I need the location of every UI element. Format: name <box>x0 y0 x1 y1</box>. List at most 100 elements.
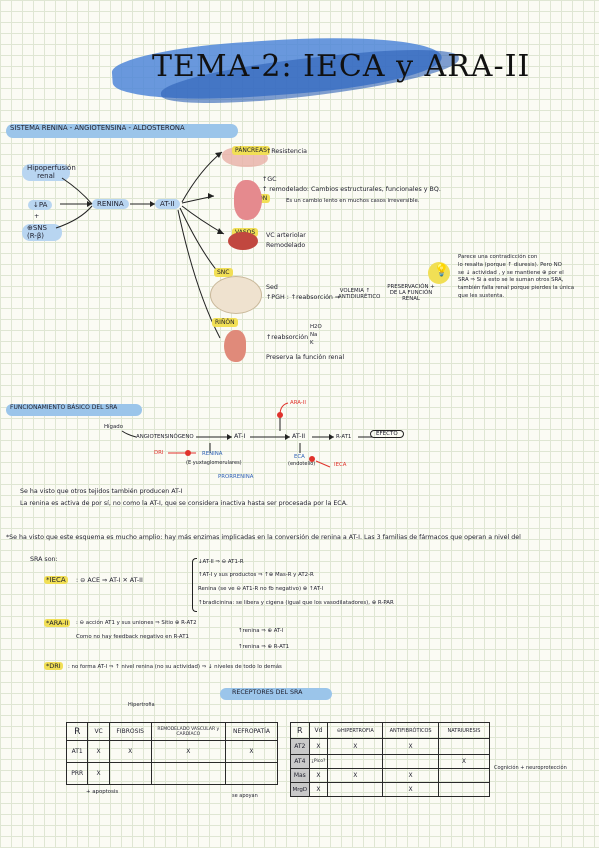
ieca-formula: : ⊖ ACE ⇒ AT-I ✕ AT-II <box>76 577 143 584</box>
rinon-effect-1: ↑reabsorción <box>266 334 309 341</box>
ieca-point: ↑AT-I y sus productos ⇒ ↑⊕ Mas-R y AT2-R <box>198 572 314 578</box>
table1-header: NEFROPATÍA <box>224 722 279 741</box>
table2-cell <box>437 738 491 755</box>
dri-tag: *DRI <box>44 662 63 670</box>
table1-header: FIBROSIS <box>108 722 152 741</box>
section-heading: FUNCIONAMIENTO BÁSICO DEL SRA <box>10 404 118 411</box>
table2-row-label: AT2 <box>290 738 310 755</box>
table2-cell <box>437 782 491 797</box>
side-note-line: también falla renal porque pierdes la ún… <box>458 285 575 292</box>
table1-header: R <box>65 722 89 741</box>
table1-cell <box>108 762 152 785</box>
ara2-line-2: Como no hay feedback negativo en R-AT1 <box>76 634 189 640</box>
side-note-line: Parece una contradicción con <box>458 254 538 260</box>
rinon-ion-h2o: H2O <box>310 324 322 330</box>
ieca-brace <box>192 558 197 612</box>
table2-cell: X <box>327 768 384 783</box>
receptor-label: R-AT1 <box>336 434 352 440</box>
table2-row-label: MrgD <box>290 782 310 797</box>
organ-tag-snc: SNC <box>214 268 233 277</box>
higado-label: Hígado <box>104 424 123 430</box>
section3-intro-2: SRA son: <box>30 556 58 563</box>
ara2-line-1: : ⊖ acción AT1 y sus uniones ⇒ Sitio ⊕ R… <box>76 620 197 626</box>
input-plus: + <box>34 213 40 220</box>
snc-effect-1: Sed <box>266 284 278 291</box>
renina-node: RENINA <box>92 199 129 209</box>
eca-label: ECA <box>294 454 305 460</box>
table2-cell: X <box>382 738 439 755</box>
table2-cell <box>327 782 384 797</box>
brain-illustration <box>210 276 262 314</box>
table2-cell <box>327 754 384 769</box>
pancreas-effect: ↑Resistencia <box>266 148 307 155</box>
side-note: Parece una contradicción con lo resalta … <box>458 254 574 301</box>
table1-cell: X <box>108 740 152 763</box>
side-note-line: SRA ⇒ Si a esto se le suman otros SRA, <box>458 277 564 284</box>
rinon-ion-k: K <box>310 340 314 346</box>
table2-header: Vd <box>308 722 329 739</box>
at2-label: AT-II <box>292 433 306 440</box>
apoyan-note: se apoyan <box>232 793 258 799</box>
ara2-branch-2: ↑renina ⇒ ⊕ R-AT1 <box>238 644 290 650</box>
table1-cell: X <box>224 740 279 763</box>
table2-cell <box>437 768 491 783</box>
table2-cell <box>382 754 439 769</box>
corazon-effect-1: ↑GC <box>262 176 277 183</box>
table2-header: NATRIURESIS <box>437 722 491 739</box>
table1-cell: X <box>87 740 110 763</box>
section-heading: SISTEMA RENINA - ANGIOTENSINA - ALDOSTER… <box>10 124 185 132</box>
ieca-label: IECA <box>334 462 347 468</box>
table1-cell <box>150 762 226 785</box>
table1-header: REMODELADO VASCULAR y CARDÍACO <box>150 722 226 741</box>
ieca-point: ↓AT-II ⇒ ⊖ AT1-R <box>198 559 244 565</box>
section-banner <box>6 124 238 138</box>
corazon-effect-3: Es un cambio lento en muchos casos irrev… <box>286 198 420 204</box>
vasos-effect-1: VC arteriolar <box>266 232 306 239</box>
rinon-ion-na: Na <box>310 332 318 338</box>
organ-tag-pancreas: PÁNCREAS <box>232 146 270 155</box>
ieca-tag: *IECA <box>44 576 68 584</box>
section-banner <box>220 688 332 700</box>
table2-cell: X <box>382 782 439 797</box>
vessel-illustration <box>228 232 258 250</box>
heart-illustration <box>234 180 262 220</box>
ieca-point: ↑bradicinina: se libera y cigena (igual … <box>198 600 394 606</box>
diagram-arrows <box>55 151 225 339</box>
table2-cell: X <box>327 738 384 755</box>
table2-header: R <box>290 722 310 739</box>
input-hipoperfusion: Hipoperfusión renal <box>22 164 76 182</box>
table1-cell: X <box>150 740 226 763</box>
ara2-tag: *ARA-II <box>44 619 71 627</box>
snc-effect-2: ↑PGH : ↑reabsorción ⇒ <box>266 294 341 301</box>
vasos-effect-2: Remodelado <box>266 242 306 249</box>
table1-header: VC <box>87 722 110 741</box>
table1-cell: X <box>87 762 110 785</box>
table2-cell: X <box>437 754 491 769</box>
at1-label: AT-I <box>234 433 246 440</box>
table2-cell: X <box>308 738 329 755</box>
table2-cell: X <box>308 782 329 797</box>
ieca-point: Renina (se ve ⊖ AT1-R no fb negativo) ⊕ … <box>198 586 324 592</box>
section2-line-2: La renina es activa de por sí, no como l… <box>20 500 348 507</box>
lightbulb-glyph: 💡 <box>434 263 449 277</box>
angiotensinogeno-label: ANGIOTENSINÓGENO <box>136 434 194 440</box>
kidney-illustration <box>224 330 246 362</box>
table1-cell <box>224 762 279 785</box>
at2-node: AT-II <box>155 199 180 209</box>
table2-cell: X <box>382 768 439 783</box>
side-note-line: que les sustenta. <box>458 293 505 300</box>
lightbulb-icon <box>428 262 450 284</box>
section2-line-1: Se ha visto que otros tejidos también pr… <box>20 488 183 495</box>
input-pa: ↓PA <box>28 200 53 210</box>
hipertrofia-note: Hipertrofia <box>128 702 155 708</box>
snc-effect-3: VOLEMIA ↑ ANTIDIURÉTICO <box>338 288 381 301</box>
table2-cell: ¿Pico? <box>308 754 329 769</box>
prorrenina-label: PRORRENINA <box>218 474 254 480</box>
renina-label: RENINA <box>202 451 223 457</box>
apoptosis-note: + apoptosis <box>86 789 119 795</box>
table2-header: ⊖HIPERTROFIA <box>327 722 384 739</box>
snc-effect-4: PRESERVACIÓN + DE LA FUNCIÓN RENAL <box>387 284 435 303</box>
sra-flow-arrows <box>121 402 372 468</box>
organ-tag-rinon: RIÑÓN <box>212 318 238 327</box>
side-note-line: lo resalta (porque ↑ diuresis). Pero NO <box>458 261 562 268</box>
